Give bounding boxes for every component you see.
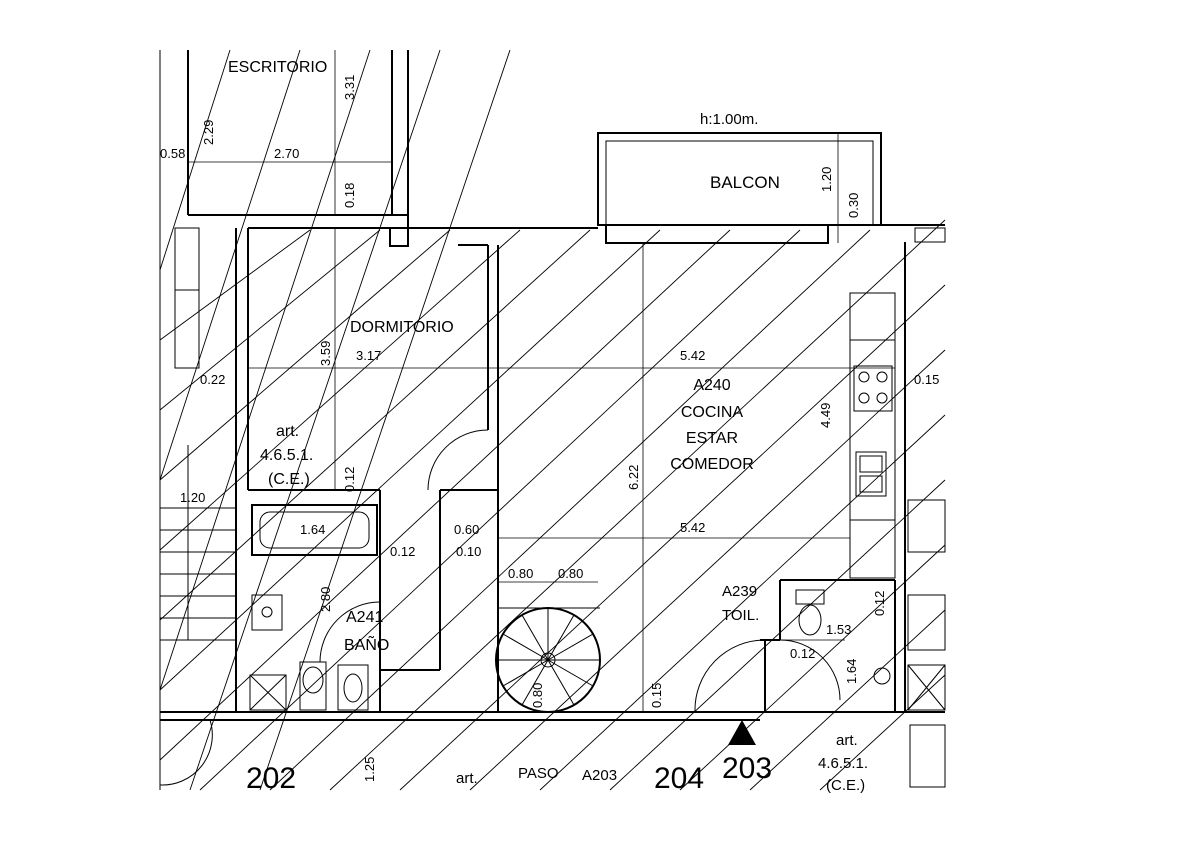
article-bottom-art: art.: [456, 770, 478, 787]
room-a240-line2: ESTAR: [686, 430, 738, 447]
dim-0-10: 0.10: [456, 544, 481, 559]
dim-0-80-stair: 0.80: [530, 683, 545, 708]
dimension-lines: [188, 50, 895, 712]
article-left-num: 4.6.5.1.: [260, 447, 313, 464]
room-balcon: BALCON: [710, 173, 780, 192]
dim-2-80: 2.80: [318, 587, 333, 612]
dim-0-60: 0.60: [454, 522, 479, 537]
article-right-art: art.: [836, 732, 858, 749]
dim-2-29: 2.29: [201, 120, 216, 145]
room-a239-name: TOIL.: [722, 607, 759, 624]
dim-0-30: 0.30: [846, 193, 861, 218]
dim-0-80-a: 0.80: [508, 566, 533, 581]
room-a239-code: A239: [722, 583, 757, 600]
stair-treads: [160, 445, 236, 641]
article-left-art: art.: [276, 423, 299, 440]
dim-1-20-balcon: 1.20: [819, 167, 834, 192]
article-right-num: 4.6.5.1.: [818, 755, 868, 772]
dim-0-22: 0.22: [200, 372, 225, 387]
hatch-overlay: [159, 49, 946, 791]
room-a240-line3: COMEDOR: [670, 456, 754, 473]
room-a240-line1: COCINA: [681, 404, 744, 421]
dim-0-12-bath: 0.12: [390, 544, 415, 559]
dim-3-31: 3.31: [342, 75, 357, 100]
dim-0-15-bottom: 0.15: [649, 683, 664, 708]
room-paso: PASO: [518, 765, 559, 782]
dim-0-12-toil: 0.12: [872, 591, 887, 616]
dim-1-20-stairs: 1.20: [180, 490, 205, 505]
unit-202: 202: [246, 762, 296, 795]
dim-0-18: 0.18: [342, 183, 357, 208]
dim-5-42-mid: 5.42: [680, 520, 705, 535]
dim-1-25: 1.25: [362, 757, 377, 782]
room-a240-code: A240: [693, 377, 730, 394]
unit-204: 204: [654, 762, 704, 795]
article-right-ce: (C.E.): [826, 777, 865, 794]
dim-6-22: 6.22: [626, 465, 641, 490]
room-dormitorio: DORMITORIO: [350, 319, 454, 336]
dim-1-64-bath: 1.64: [300, 522, 325, 537]
walls: [159, 50, 946, 790]
doors: [159, 429, 841, 786]
dim-0-12-toil2: 0.12: [790, 646, 815, 661]
dim-0-15-right: 0.15: [914, 372, 939, 387]
dim-3-17: 3.17: [356, 348, 381, 363]
dim-4-49: 4.49: [818, 403, 833, 428]
dim-1-64-toil: 1.64: [844, 659, 859, 684]
dim-5-42-top: 5.42: [680, 348, 705, 363]
article-left-ce: (C.E.): [268, 471, 310, 488]
dim-0-80-b: 0.80: [558, 566, 583, 581]
room-a241-code: A241: [346, 609, 383, 626]
dim-2-70: 2.70: [274, 146, 299, 161]
room-escritorio: ESCRITORIO: [228, 59, 327, 76]
dim-0-12-left: 0.12: [342, 467, 357, 492]
dim-3-59: 3.59: [318, 341, 333, 366]
dim-1-53: 1.53: [826, 622, 851, 637]
entrance-triangle-icon: [728, 720, 756, 745]
balcon-height: h:1.00m.: [700, 111, 758, 128]
room-a241-name: BAÑO: [344, 634, 389, 654]
unit-203: 203: [722, 752, 772, 785]
room-paso-code: A203: [582, 767, 617, 784]
dim-0-58: 0.58: [160, 146, 185, 161]
